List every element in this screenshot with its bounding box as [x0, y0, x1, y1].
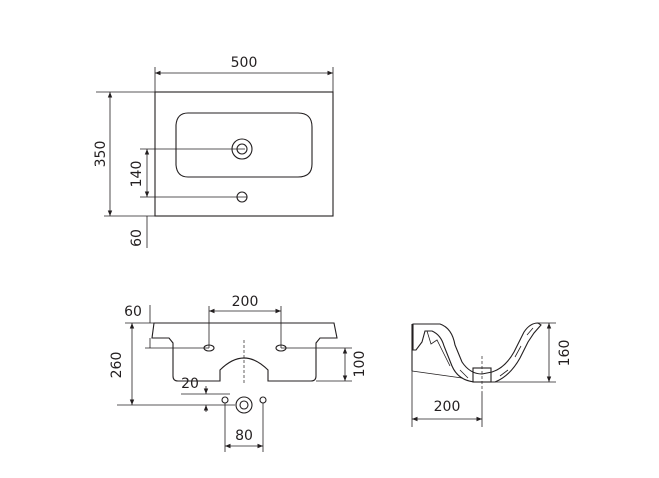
waste-outer-front	[235, 396, 253, 414]
dim-bowl-depth-label: 100	[352, 351, 368, 378]
underside-line	[411, 370, 463, 379]
dim-depth-label: 350	[93, 141, 109, 168]
dim-side-height-label: 160	[557, 340, 573, 367]
dim-tap-offset-label: 140	[129, 161, 145, 188]
dim-top-offset-label: 60	[124, 304, 142, 320]
dim-height-label: 260	[109, 352, 125, 379]
front-view: 200 60 260 100 20 80	[109, 294, 368, 452]
basin-outline-front	[151, 322, 338, 382]
basin-section-side	[412, 322, 542, 383]
dim-waste-offset-label: 20	[181, 376, 199, 392]
dim-bracket-spacing-label: 80	[235, 428, 253, 444]
dim-tap-spacing-label: 200	[232, 294, 259, 310]
basin-outline-top	[154, 91, 334, 217]
dim-width-label: 500	[231, 55, 258, 71]
right-bracket-hole	[259, 396, 267, 404]
dim-waste-distance-label: 200	[434, 399, 461, 415]
section-hatch	[426, 327, 534, 379]
side-view: 160 200	[411, 322, 573, 427]
dim-front-offset-label: 60	[129, 229, 145, 247]
bowl-outline-top	[175, 112, 313, 178]
waste-inner-front	[239, 400, 249, 410]
left-bracket-hole	[221, 396, 229, 404]
top-view: 500 350 140 60	[93, 55, 334, 248]
